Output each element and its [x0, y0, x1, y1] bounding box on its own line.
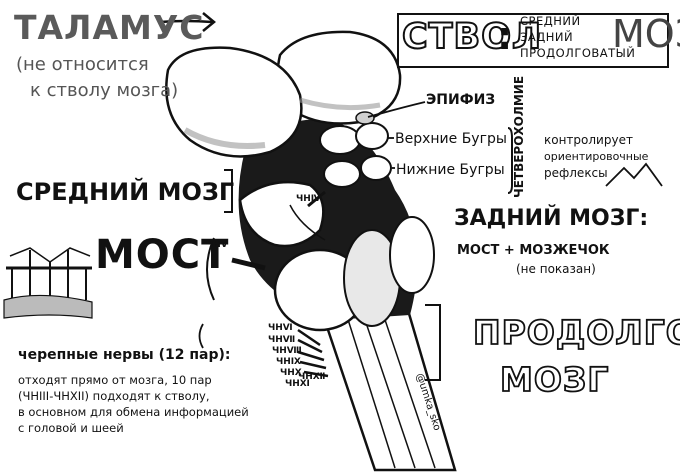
stem-colon: :: [497, 14, 512, 58]
epiphysis-shape: [356, 112, 374, 124]
stem-part-hindbrain: ЗАДНИЙ: [520, 30, 573, 44]
cranial-nerves-desc-2: (ЧНIII-ЧНXII) подходят к стволу,: [18, 389, 210, 403]
bridge-doodle: [4, 248, 92, 318]
medulla-label-line2: МОЗГ: [500, 360, 609, 399]
cn-v-label: ЧНⅤ: [206, 240, 228, 250]
upper-colliculi-label: Верхние Бугры: [395, 131, 507, 147]
upper-colliculus-left: [320, 126, 360, 154]
control-note-line3: рефлексы: [544, 166, 608, 180]
thalamus-note-line2: к стволу мозга): [30, 80, 178, 101]
hindbrain-note: (не показан): [516, 262, 596, 276]
thalamus-note-line1: (не относится: [16, 54, 149, 75]
cranial-nerves-title: черепные нервы (12 пар):: [18, 347, 230, 363]
medulla-bracket: [425, 305, 440, 380]
cn-vii-label: ЧНⅦ: [268, 335, 295, 345]
stem-brain-word: МОЗГ: [612, 12, 680, 56]
lower-colliculus-right: [361, 156, 391, 180]
lower-colliculi-label: Нижние Бугры: [396, 162, 505, 178]
lower-colliculus-left: [324, 161, 360, 187]
hindbrain-title: ЗАДНИЙ МОЗГ:: [454, 206, 648, 231]
epiphysis-label: ЭПИФИЗ: [426, 92, 495, 108]
control-note-line1: контролирует: [544, 133, 633, 147]
control-note-line2: ориентировочные: [544, 150, 648, 163]
hindbrain-subtitle: МОСТ + МОЗЖЕЧОК: [457, 243, 610, 258]
cranial-nerves-desc-4: с головой и шеей: [18, 421, 124, 435]
cn-xii-label: ЧНⅫ: [298, 372, 325, 382]
cranial-nerves-desc-1: отходят прямо от мозга, 10 пар: [18, 373, 212, 387]
cn-ix-label: ЧНⅨ: [276, 357, 301, 367]
mountains-doodle: [606, 164, 662, 186]
pons-label: МОСТ: [95, 232, 229, 278]
midbrain-label: СРЕДНИЙ МОЗГ: [16, 178, 234, 206]
quadrigemina-label: ЧЕТВЕРОХОЛМИЕ: [512, 76, 526, 198]
cn-viii-label: ЧНⅧ: [272, 346, 302, 356]
stem-part-midbrain: СРЕДНИЙ: [520, 14, 581, 28]
thalamus-title: ТАЛАМУС: [14, 8, 205, 47]
cn-iv-label: ЧНⅣ: [296, 194, 321, 204]
nerve-vi-xii: [298, 330, 328, 376]
upper-colliculus-right: [356, 123, 388, 149]
cranial-nerves-desc-3: в основном для обмена информацией: [18, 405, 249, 419]
cn-vi-label: ЧНⅥ: [268, 323, 293, 333]
cn-label-bracket: [200, 324, 204, 348]
medulla-label-line1: ПРОДОЛГОВАТЫЙ: [473, 313, 680, 352]
